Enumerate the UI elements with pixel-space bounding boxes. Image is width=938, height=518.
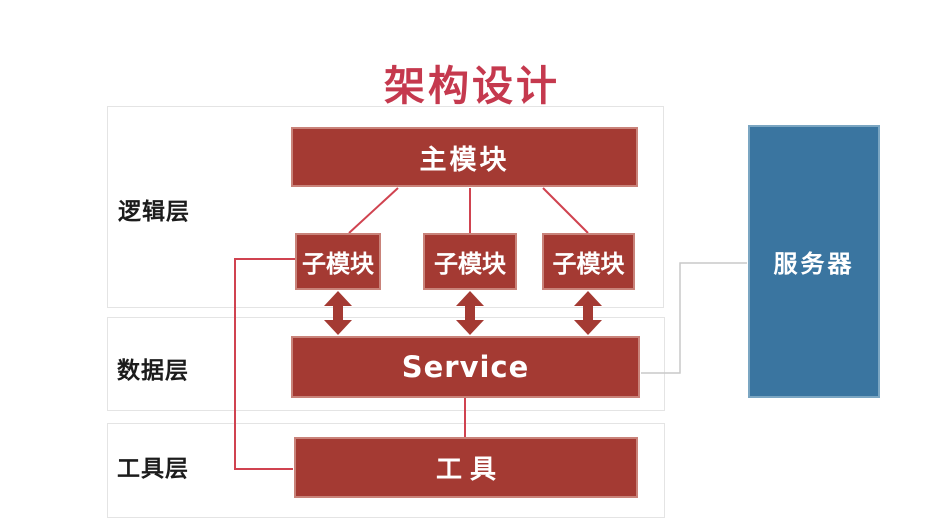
layer-label-logic: 逻辑层 xyxy=(118,199,190,225)
layer-label-tool: 工具层 xyxy=(117,456,189,482)
page-title: 架构设计 xyxy=(384,62,560,110)
node-tool: 工具 xyxy=(294,437,638,498)
node-server: 服务器 xyxy=(748,125,880,398)
node-sub-module-3: 子模块 xyxy=(542,233,635,290)
node-sub-module-1: 子模块 xyxy=(295,233,381,290)
node-service: Service xyxy=(291,336,640,398)
node-sub-module-2: 子模块 xyxy=(423,233,517,290)
node-main-module: 主模块 xyxy=(291,127,638,187)
architecture-diagram: 架构设计 逻辑层 数据层 工具层 主模块 子模块 子模块 子模块 Service… xyxy=(107,62,880,518)
layer-label-data: 数据层 xyxy=(117,358,189,384)
